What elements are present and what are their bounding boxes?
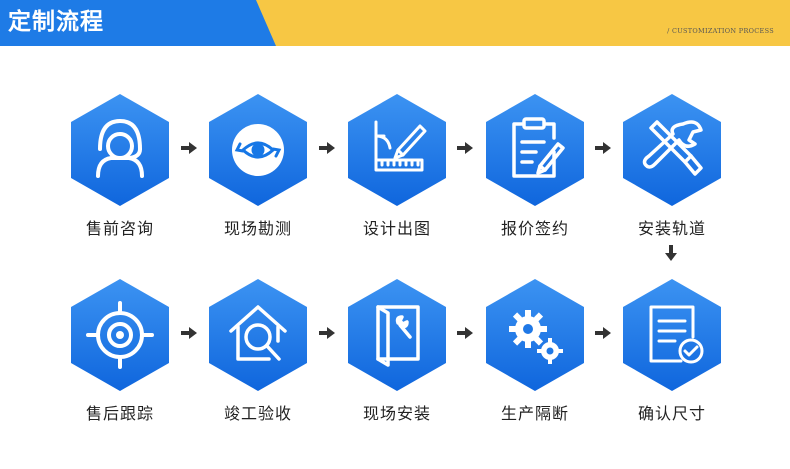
step-design: 设计出图 (345, 94, 449, 269)
arrow-down-icon (665, 245, 677, 261)
headset-person-icon (71, 94, 169, 206)
arrow-right-icon (319, 142, 335, 154)
step-survey: 现场勘测 (206, 94, 310, 269)
clipboard-pen-icon (486, 94, 584, 206)
step-label: 售后跟踪 (85, 404, 154, 423)
page-subtitle: / CUSTOMIZATION PROCESS (667, 27, 774, 35)
wrench-screwdriver-icon (623, 94, 721, 206)
gears-icon (486, 279, 584, 391)
step-label: 售前咨询 (85, 219, 154, 238)
step-acceptance: 竣工验收 (206, 279, 310, 454)
step-label: 报价签约 (500, 219, 569, 238)
step-label: 竣工验收 (223, 404, 292, 423)
step-production: 生产隔断 (483, 279, 587, 454)
step-consult: 售前咨询 (68, 94, 172, 269)
door-wrench-icon (348, 279, 446, 391)
arrow-right-icon (181, 327, 197, 339)
arrow-right-icon (319, 327, 335, 339)
eye-scan-icon (209, 94, 307, 206)
step-label: 现场安装 (362, 404, 431, 423)
arrow-right-icon (181, 142, 197, 154)
arrow-right-icon (457, 142, 473, 154)
arrow-right-icon (595, 142, 611, 154)
step-confirm-size: 确认尺寸 (620, 279, 724, 454)
page-title: 定制流程 (8, 9, 104, 35)
arrow-right-icon (595, 327, 611, 339)
step-label: 现场勘测 (223, 219, 292, 238)
ruler-pen-icon (348, 94, 446, 206)
step-label: 设计出图 (362, 219, 431, 238)
step-label: 生产隔断 (500, 404, 569, 423)
target-icon (71, 279, 169, 391)
step-label: 确认尺寸 (637, 404, 706, 423)
document-check-icon (623, 279, 721, 391)
arrow-right-icon (457, 327, 473, 339)
step-label: 安装轨道 (637, 219, 706, 238)
step-after-sales: 售后跟踪 (68, 279, 172, 454)
header-banner: 定制流程 / CUSTOMIZATION PROCESS (0, 0, 790, 46)
step-quote: 报价签约 (483, 94, 587, 269)
house-magnifier-icon (209, 279, 307, 391)
step-onsite-install: 现场安装 (345, 279, 449, 454)
step-install-track: 安装轨道 (620, 94, 724, 269)
banner-background (0, 0, 790, 46)
